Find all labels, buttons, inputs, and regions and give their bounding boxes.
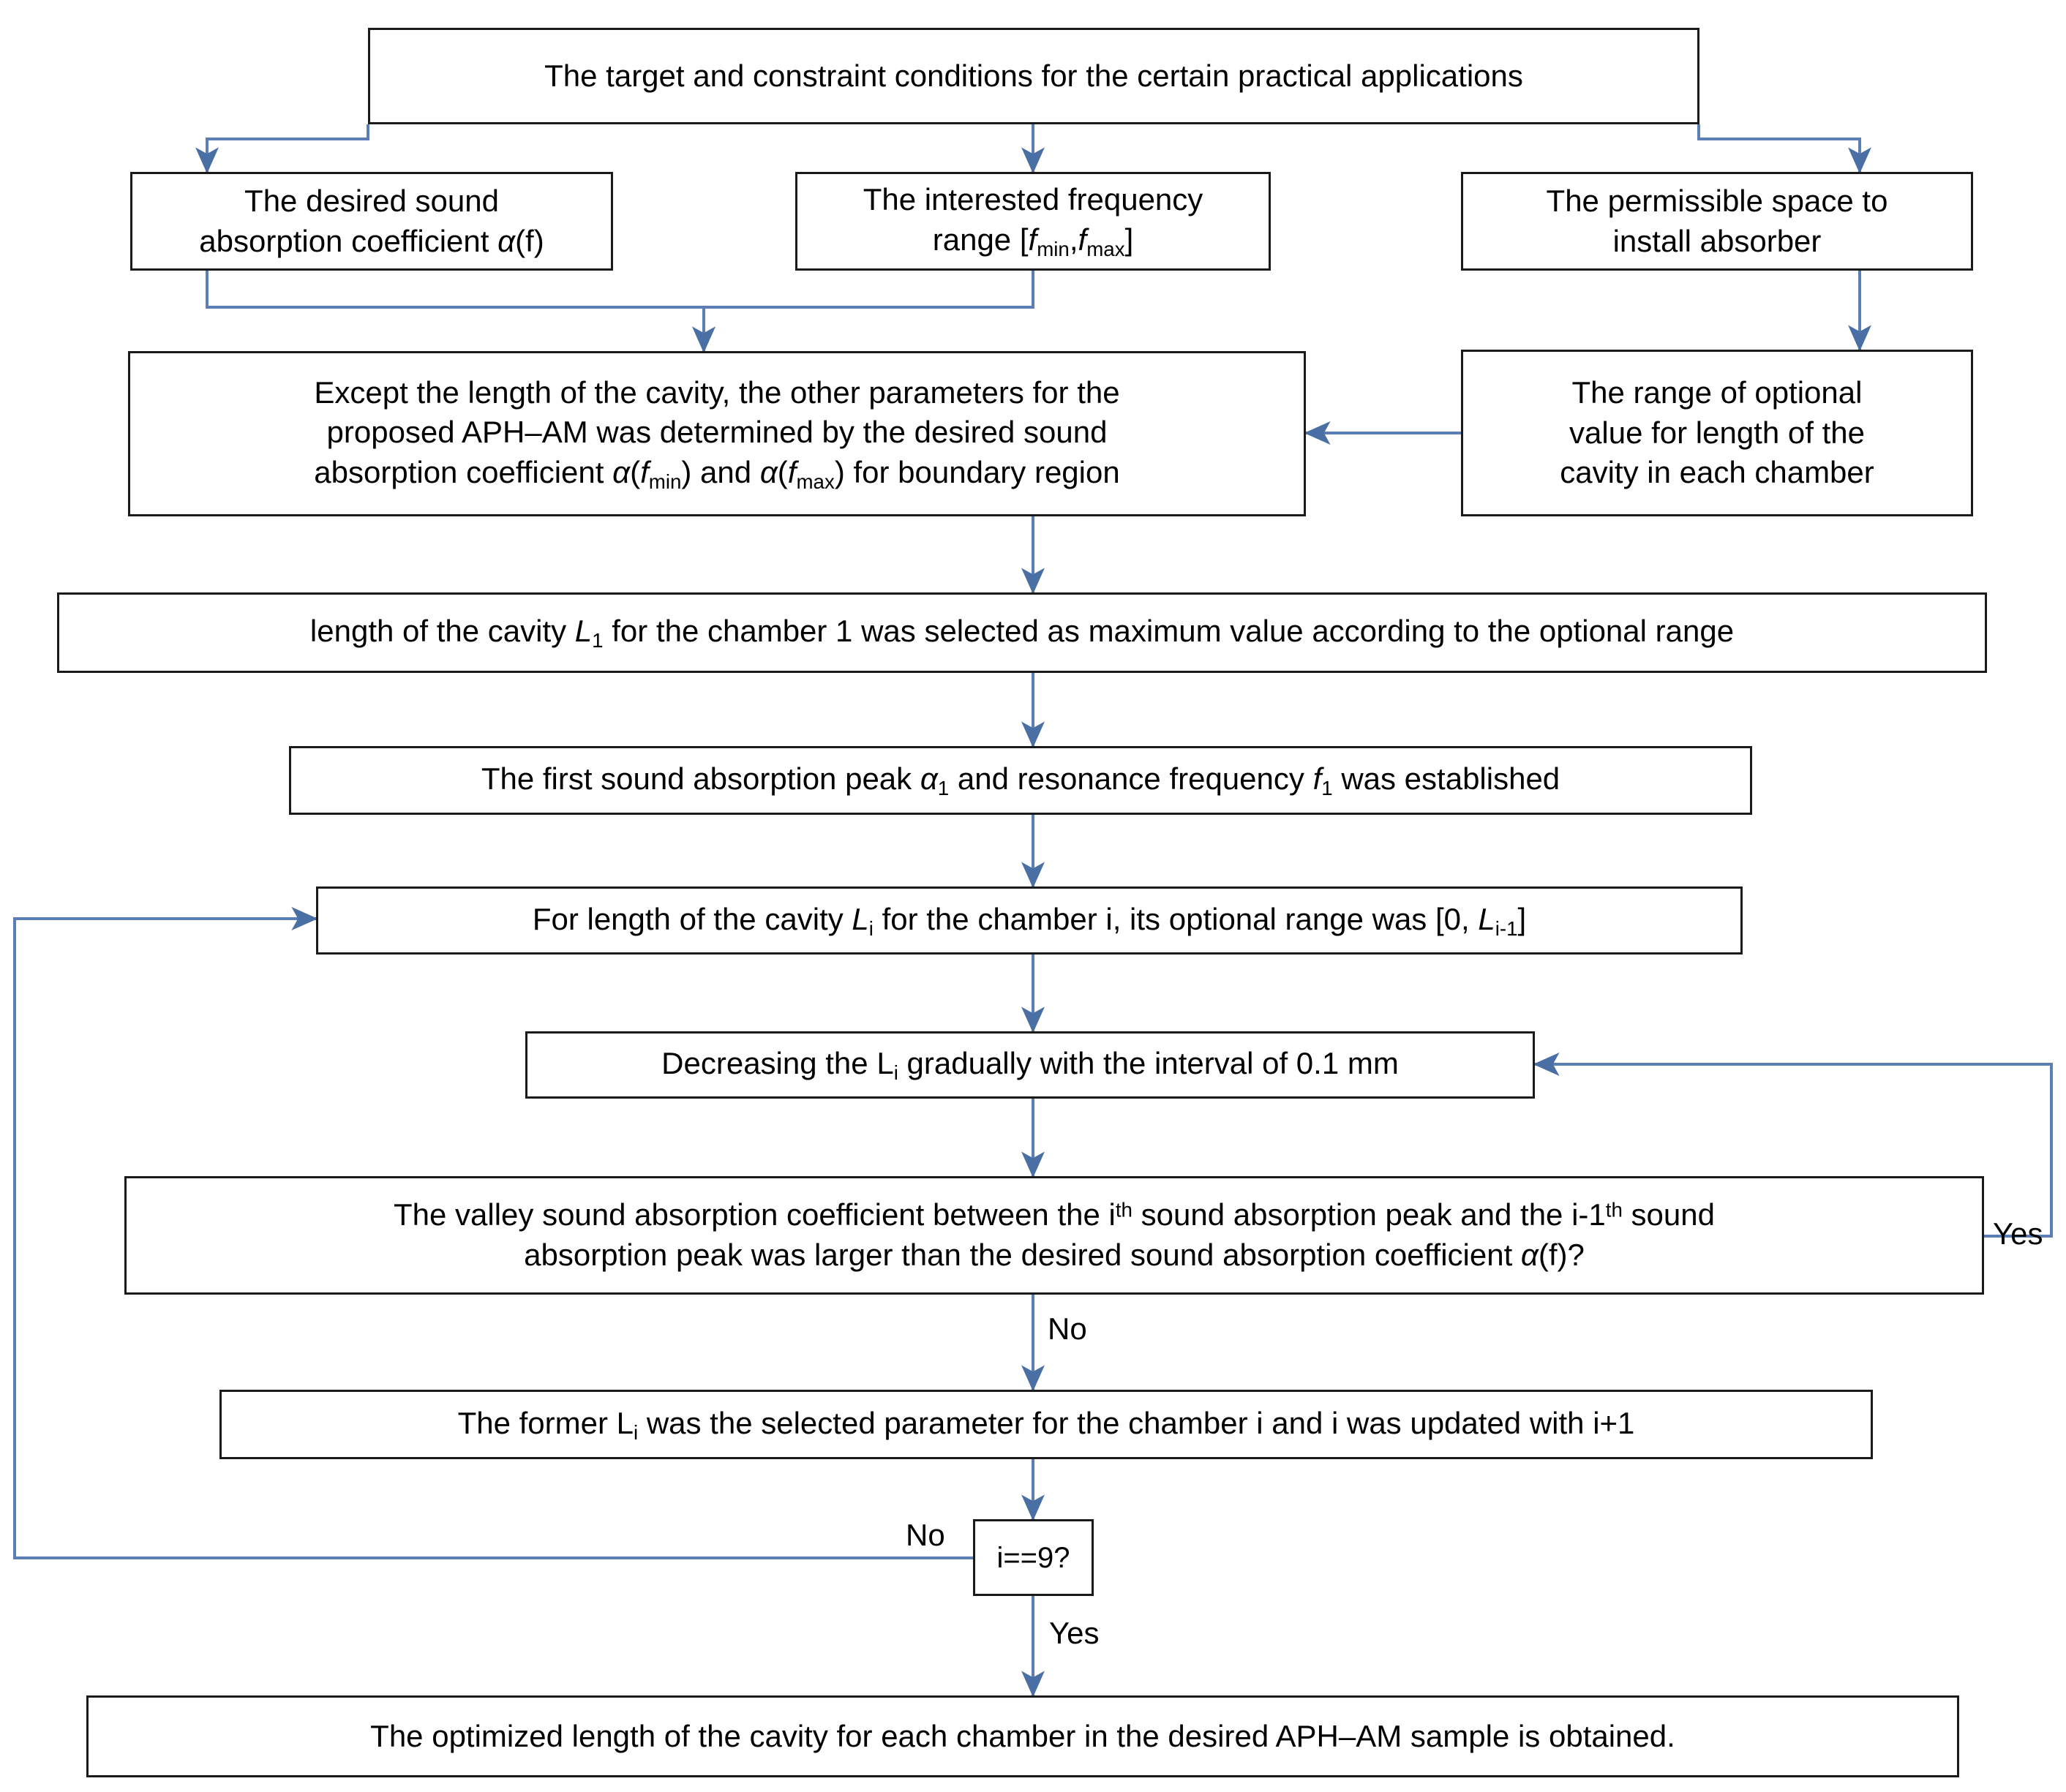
node-i-equals-9[interactable]: i==9? [973,1519,1094,1596]
node-li-optional-range[interactable]: For length of the cavity Li for the cham… [316,886,1743,955]
node-optional-range[interactable]: The range of optional value for length o… [1461,350,1973,516]
params-line3-post: ) for boundary region [834,454,1120,489]
valley-line2-pre: absorption peak was larger than the desi… [524,1238,1521,1272]
f-subscript-min: min [1037,237,1070,260]
l1-pre: length of the cavity [309,614,575,649]
first-peak-post: was established [1332,761,1560,797]
L-subscript-i: i [868,916,874,940]
frequency-range-comma: , [1069,222,1078,257]
params-line1: Except the length of the cavity, the oth… [314,374,1120,410]
node-l1-selected[interactable]: length of the cavity L1 for the chamber … [57,592,1987,673]
frequency-range-bracket: ] [1124,222,1134,257]
optional-range-line3: cavity in each chamber [1560,455,1874,490]
L-subscript-1: 1 [592,628,604,652]
desired-alpha-line2-pre: absorption coefficient [199,223,498,258]
alpha-subscript-1: 1 [937,776,950,799]
frequency-range-line1: The interested frequency [863,182,1203,217]
node-decrease-li[interactable]: Decreasing the Li gradually with the int… [525,1031,1535,1099]
alpha-symbol-max: α [759,454,778,489]
valley-sup-th-2: th [1605,1198,1623,1221]
edge-start-to-desired-alpha [195,124,369,174]
f-symbol-max: f [1078,222,1087,257]
former-li-subscript-i: i [633,1420,639,1444]
permissible-space-line1: The permissible space to [1546,183,1888,218]
L-subscript-i-minus-1: i-1 [1495,916,1518,940]
edge-i9-no-to-li-range [13,907,973,1559]
decrease-subscript-i: i [893,1061,898,1084]
node-first-peak[interactable]: The first sound absorption peak α1 and r… [289,746,1752,815]
params-line3-pre: absorption coefficient [314,454,613,489]
alpha-symbol: α [497,223,516,258]
edge-frequency-range-to-params [691,271,1034,353]
node-frequency-range[interactable]: The interested frequency range [fmin,fma… [795,172,1271,271]
L-symbol-i-minus-1: L [1478,901,1495,936]
edge-start-to-permissible-space [1697,124,1871,174]
f-symbol-min: f [1028,222,1037,257]
f-subscript-min-2: min [648,470,682,493]
decrease-pre: Decreasing the L [661,1046,894,1081]
valley-sup-th-1: th [1115,1198,1132,1221]
li-range-mid: for the chamber i, its optional range wa… [873,901,1479,936]
L-symbol-1: L [574,614,593,649]
edge-desired-alpha-to-params [206,271,715,353]
desired-alpha-line2-post: (f) [515,223,544,258]
params-line3-mid: ) and [681,454,760,489]
desired-alpha-line1: The desired sound [244,183,499,218]
f-symbol-max-2: f [787,454,797,489]
f-subscript-max-2: max [796,470,835,493]
f-subscript-max: max [1086,237,1125,260]
f-symbol-1: f [1312,761,1322,797]
alpha-symbol-min: α [612,454,631,489]
permissible-space-line2: install absorber [1612,223,1822,258]
f-subscript-1: 1 [1321,776,1333,799]
valley-line2-post: (f)? [1538,1238,1585,1272]
valley-line1-mid: sound absorption peak and the i-1 [1132,1197,1606,1232]
node-start[interactable]: The target and constraint conditions for… [368,28,1699,124]
l1-post: for the chamber 1 was selected as maximu… [603,614,1735,649]
node-permissible-space[interactable]: The permissible space to install absorbe… [1461,172,1973,271]
former-li-pre: The former L [457,1405,634,1440]
li-range-pre: For length of the cavity [532,901,852,936]
valley-line1-pre: The valley sound absorption coefficient … [393,1197,1116,1232]
node-former-li[interactable]: The former Li was the selected parameter… [219,1390,1873,1459]
edge-label-valley-no: No [1048,1311,1087,1346]
optional-range-line2: value for length of the [1569,415,1865,450]
i-equals-9-label: i==9? [996,1541,1070,1574]
alpha-symbol-1: α [920,761,938,797]
frequency-range-line2-pre: range [ [932,222,1029,257]
node-valley-check[interactable]: The valley sound absorption coefficient … [124,1176,1984,1295]
alpha-symbol-f: α [1520,1238,1539,1272]
L-symbol-i: L [852,901,869,936]
first-peak-pre: The first sound absorption peak [481,761,920,797]
node-optimized-result[interactable]: The optimized length of the cavity for e… [86,1695,1959,1777]
optimized-result-label: The optimized length of the cavity for e… [370,1718,1675,1753]
edge-label-valley-yes: Yes [1993,1216,2043,1251]
edge-label-i9-no: No [906,1518,945,1552]
former-li-post: was the selected parameter for the chamb… [638,1405,1635,1440]
node-parameters-determined[interactable]: Except the length of the cavity, the oth… [128,351,1306,516]
params-line2: proposed APH–AM was determined by the de… [326,415,1108,450]
first-peak-mid: and resonance frequency [949,761,1313,797]
decrease-post: gradually with the interval of 0.1 mm [898,1046,1399,1081]
f-symbol-min-2: f [640,454,649,489]
valley-line1-post: sound [1622,1197,1715,1232]
optional-range-line1: The range of optional [1571,375,1863,410]
edge-valley-yes-to-decrease [1533,1052,2053,1238]
edge-label-i9-yes: Yes [1049,1616,1100,1650]
node-desired-alpha[interactable]: The desired sound absorption coefficient… [130,172,613,271]
node-start-label: The target and constraint conditions for… [544,58,1523,93]
li-range-post: ] [1517,901,1527,936]
